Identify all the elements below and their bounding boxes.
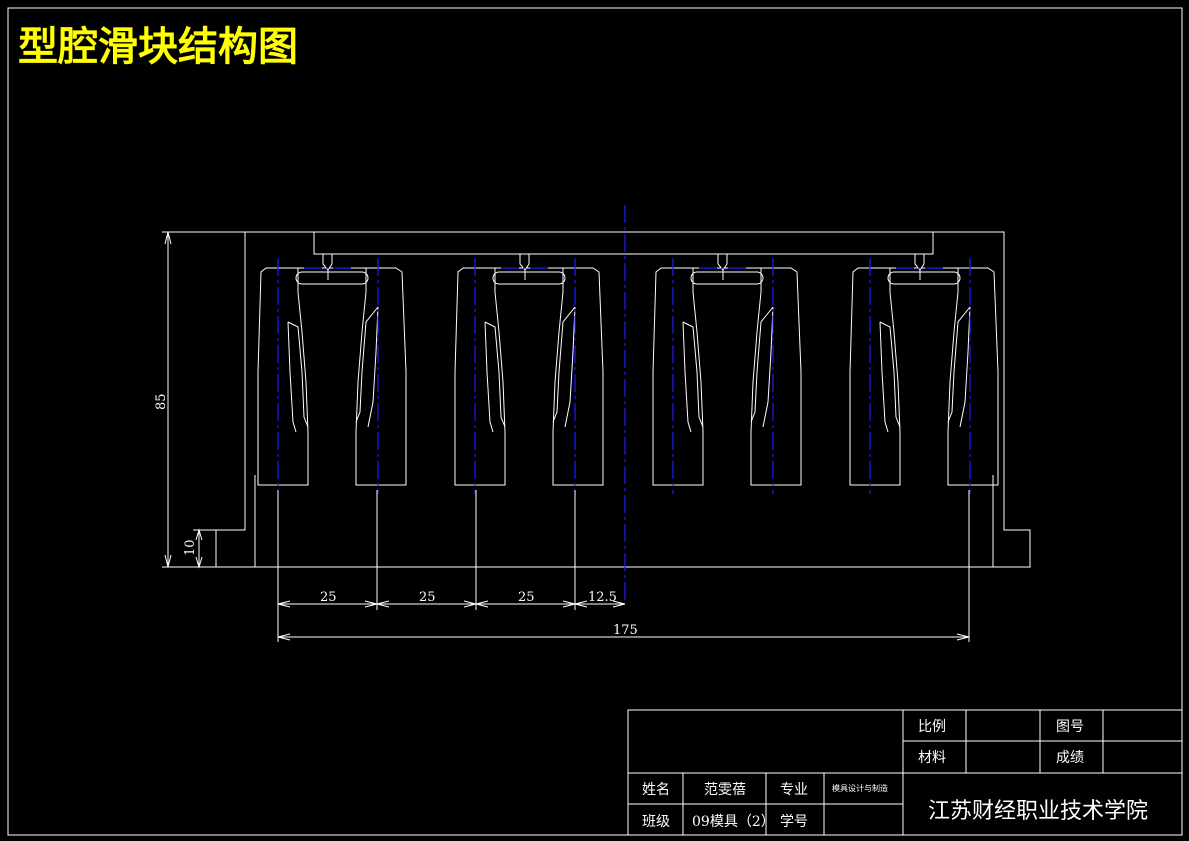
dim-pitch-1-text: 25 [320, 590, 337, 605]
drawing-frame [7, 7, 1183, 836]
name-value: 范雯蓓 [704, 781, 746, 798]
cavity-2 [454, 253, 604, 495]
dim-height-85: 85 [154, 231, 245, 568]
school-name: 江苏财经职业技术学院 [928, 799, 1148, 824]
dim-pitch-3-text: 25 [518, 590, 535, 605]
material-label: 材料 [918, 750, 946, 766]
drawing-no-label: 图号 [1056, 719, 1084, 735]
major-label: 专业 [780, 782, 808, 798]
major-value: 模具设计与制造 [832, 783, 888, 793]
dim-height-10: 10 [183, 528, 216, 569]
class-value: 09模具（2） [692, 814, 775, 830]
class-label: 班级 [642, 814, 670, 830]
student-no-label: 学号 [780, 814, 808, 830]
cavity-4 [849, 253, 999, 495]
inner-block-outline [200, 475, 1030, 568]
grade-label: 成绩 [1056, 750, 1084, 766]
dim-half-pitch-text: 12.5 [588, 590, 617, 605]
dim-height-10-text: 10 [183, 539, 198, 556]
drawing-title: 型腔滑块结构图 [18, 24, 298, 70]
cavity-3 [652, 253, 802, 495]
title-block: 比例 图号 材料 成绩 姓名 范雯蓓 专业 模具设计与制造 班级 09模具（2）… [627, 709, 1183, 836]
slider-body-outline [215, 231, 1031, 568]
scale-label: 比例 [918, 719, 946, 735]
dim-pitch-2-text: 25 [419, 590, 436, 605]
dim-extension-lines [277, 490, 970, 642]
dim-chain: 25 25 25 12.5 [277, 590, 626, 608]
cavity-1 [257, 253, 407, 495]
dim-overall-text: 175 [613, 623, 638, 638]
dim-overall: 175 [277, 623, 970, 641]
dim-height-85-text: 85 [154, 393, 169, 410]
name-label: 姓名 [642, 782, 670, 798]
runner-channel [313, 232, 934, 255]
